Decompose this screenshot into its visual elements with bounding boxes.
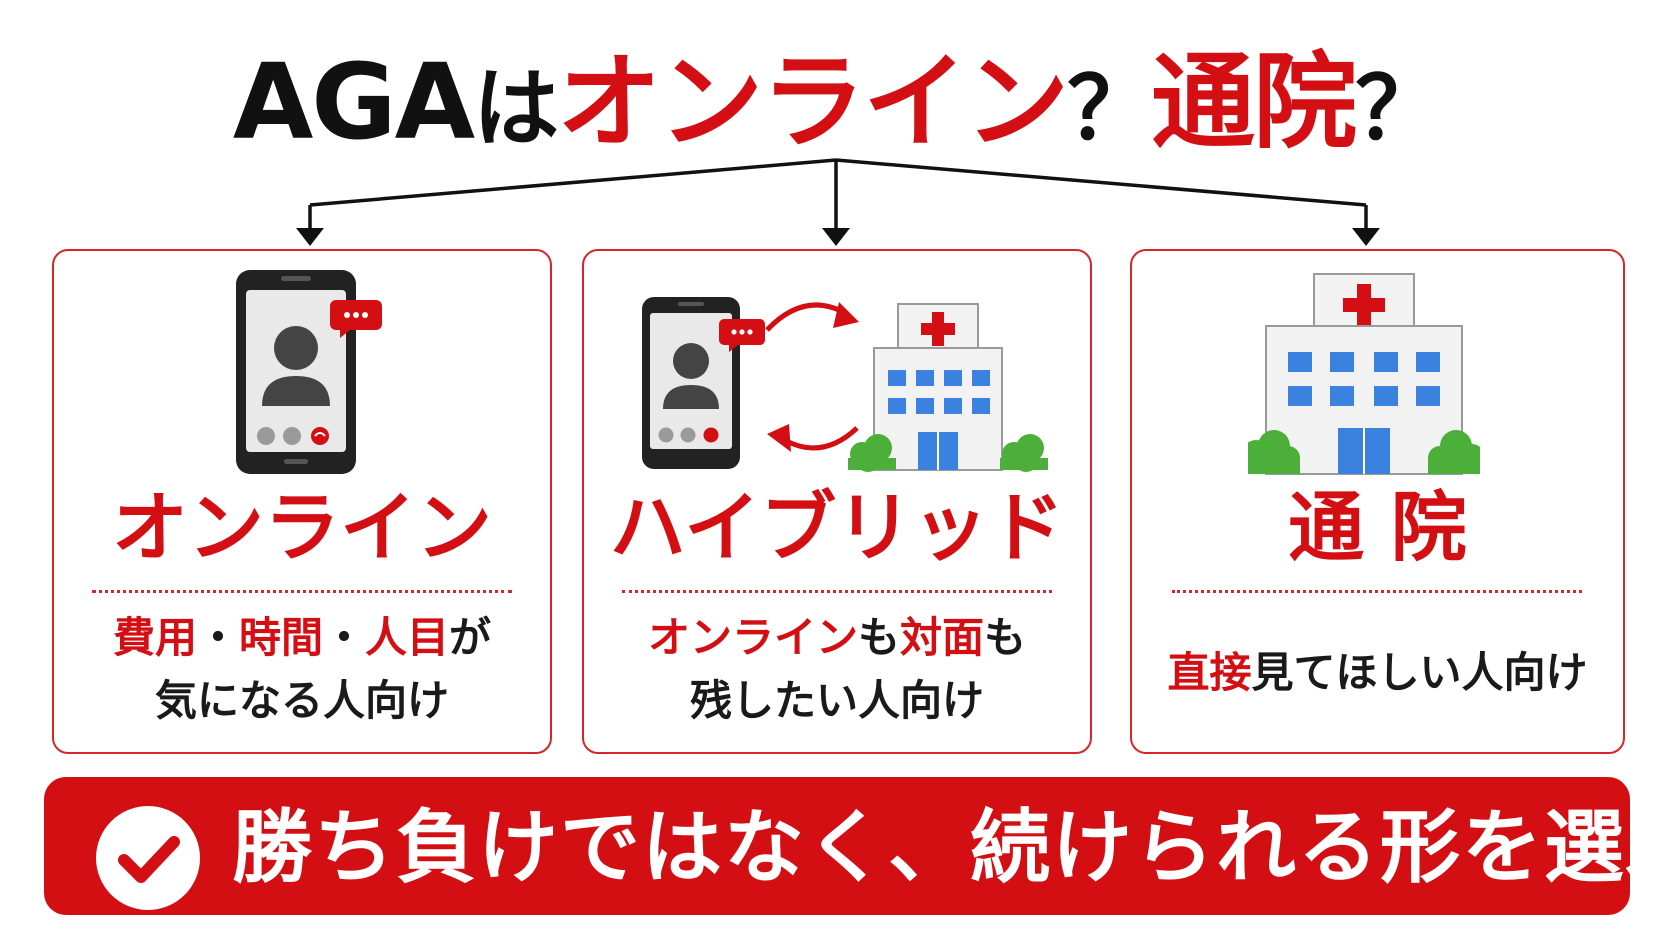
exchange-arrows-icon xyxy=(765,302,859,452)
card-visit-divider xyxy=(1172,590,1582,593)
title-ha: は xyxy=(473,59,559,159)
title-aga: AGA xyxy=(232,41,475,163)
desc-word: 時間 xyxy=(238,613,323,662)
smartphone-video-call-icon xyxy=(642,297,765,469)
card-online-desc-line1: 費用・時間・人目が xyxy=(52,607,552,669)
card-online-desc-line2: 気になる人向け xyxy=(52,670,552,732)
title-question-2: ？ xyxy=(1355,59,1441,159)
branch-connector xyxy=(296,158,1380,246)
desc-word: が xyxy=(449,613,492,662)
chat-bubble-icon xyxy=(330,300,382,338)
desc-word: ・ xyxy=(196,613,239,662)
desc-word: 費用 xyxy=(112,613,197,662)
hospital-building-icon xyxy=(1248,273,1480,475)
desc-word: 残したい人向け xyxy=(689,676,984,725)
card-hybrid-divider xyxy=(622,590,1052,593)
card-online-divider xyxy=(92,590,512,593)
arrow-down-icon xyxy=(296,228,324,246)
title-online: オンライン xyxy=(557,41,1069,163)
check-circle xyxy=(96,806,200,910)
title-visit: 通院 xyxy=(1151,41,1357,163)
desc-word: 人目 xyxy=(365,613,450,662)
desc-word: オンライン xyxy=(647,613,858,662)
desc-word: 直接 xyxy=(1167,648,1252,697)
desc-word: 気になる人向け xyxy=(154,676,449,725)
card-online xyxy=(52,249,552,754)
title-question-1: ？ xyxy=(1067,59,1153,159)
card-hybrid-desc-line2: 残したい人向け xyxy=(582,670,1092,732)
card-visit-desc-line1: 直接見てほしい人向け xyxy=(1130,642,1625,704)
desc-word: も xyxy=(857,613,900,662)
smartphone-video-call-icon xyxy=(236,270,382,474)
hospital-building-icon xyxy=(848,303,1048,472)
desc-word: 見てほしい人向け xyxy=(1251,648,1588,697)
card-hybrid-desc-line1: オンラインも対面も xyxy=(582,607,1092,669)
card-online-title: オンライン xyxy=(112,483,492,572)
card-visit-title: 通 院 xyxy=(1288,483,1467,572)
card-hybrid-title: ハイブリッド xyxy=(609,483,1065,572)
arrow-down-icon xyxy=(822,228,850,246)
desc-word: ・ xyxy=(323,613,366,662)
page-title: AGAはオンライン？通院？ xyxy=(0,42,1672,169)
banner-text: 勝ち負けではなく、続けられる形を選ぶ xyxy=(232,801,1672,894)
conclusion-banner xyxy=(44,777,1630,915)
desc-word: も xyxy=(984,613,1027,662)
desc-word: 対面 xyxy=(900,613,985,662)
checkmark-icon xyxy=(118,836,180,883)
arrow-down-icon xyxy=(1352,228,1380,246)
